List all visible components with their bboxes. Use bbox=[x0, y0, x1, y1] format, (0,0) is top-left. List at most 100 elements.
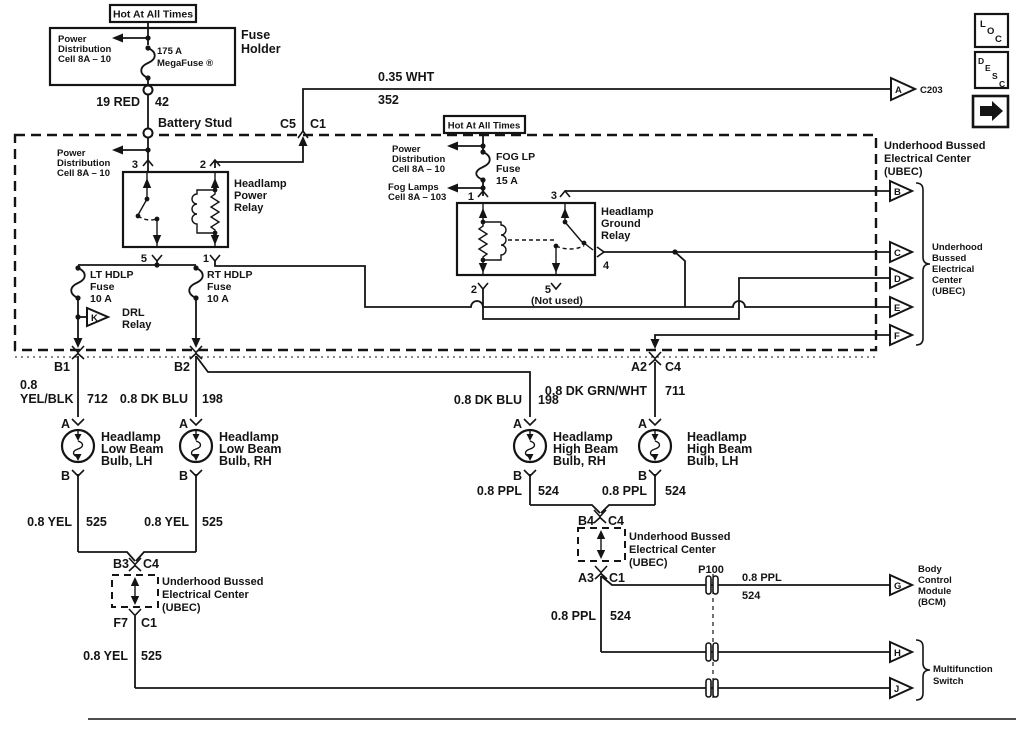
pin-b-label: B bbox=[894, 187, 901, 198]
loc-letter-l: L bbox=[980, 19, 986, 30]
ubec-small1-3: (UBEC) bbox=[162, 602, 201, 614]
rt-fuse-2: Fuse bbox=[207, 281, 232, 293]
w198low-ckt: 198 bbox=[202, 392, 223, 406]
power-dist-arrow-2 bbox=[112, 145, 123, 155]
ubec-small-box-2 bbox=[577, 527, 626, 562]
high-rh-name-3: Bulb, RH bbox=[553, 454, 606, 468]
foglamps-ref-1: Fog Lamps bbox=[388, 182, 439, 193]
gr-pin2: 2 bbox=[471, 284, 477, 296]
pr-pin5: 5 bbox=[141, 253, 147, 265]
bcm-connector-g[interactable]: G bbox=[889, 573, 915, 597]
pr-name-1: Headlamp bbox=[234, 178, 287, 190]
b2-highbeam-branch-wire bbox=[195, 355, 531, 417]
inline-connector-j-line bbox=[705, 678, 719, 698]
w525rh-ckt: 525 bbox=[202, 515, 223, 529]
ubec-ref-line2: Distribution bbox=[57, 158, 110, 169]
low-rh-pin-a: A bbox=[179, 417, 188, 431]
ubec-small-box-1 bbox=[111, 574, 159, 608]
w711-label: 0.8 DK GRN/WHT bbox=[545, 384, 647, 398]
high-lh-pin-a: A bbox=[638, 417, 647, 431]
ring-terminal-top bbox=[142, 84, 154, 96]
desc-icon[interactable]: D E S C bbox=[973, 50, 1010, 90]
fog-fuse-3: 15 A bbox=[496, 175, 518, 187]
w524bcm-ckt: 524 bbox=[742, 590, 761, 602]
ubec-small2-2: Electrical Center bbox=[629, 544, 717, 556]
mfs-connector-j[interactable]: J bbox=[889, 676, 915, 700]
ubec-ref-line1: Power bbox=[57, 148, 86, 159]
w524bcm-label: 0.8 PPL bbox=[742, 572, 782, 584]
lt-fuse-2: Fuse bbox=[90, 281, 115, 293]
fog-lp-fuse-branch: Power Distribution Cell 8A – 10 FOG LP F… bbox=[388, 133, 535, 203]
desc-letter-e: E bbox=[985, 63, 991, 73]
rt-hdlp-fuse bbox=[188, 265, 204, 301]
loc-letter-o: O bbox=[987, 26, 994, 37]
low-rh-pin-b: B bbox=[179, 469, 188, 483]
ubec-out-pin-f[interactable]: F bbox=[889, 323, 915, 347]
b2-label: B2 bbox=[174, 360, 190, 374]
mfs-connector-h[interactable]: H bbox=[889, 640, 915, 664]
fuse-holder-title-2: Holder bbox=[241, 42, 281, 56]
wire-352-to-c203: C5 C1 0.35 WHT 352 bbox=[214, 70, 891, 168]
low-beam-ground-path: 0.8 YEL 525 0.8 YEL 525 B3 C4 Underhood … bbox=[27, 474, 890, 689]
megafuse-rating: 175 A bbox=[157, 46, 182, 57]
c203-label: C203 bbox=[920, 85, 943, 96]
ubec-out-pin-e[interactable]: E bbox=[889, 295, 915, 319]
ubec-out-pin-d[interactable]: D bbox=[889, 266, 915, 290]
fuse-holder-box: Power Distribution Cell 8A – 10 175 A Me… bbox=[48, 22, 237, 87]
pin-d-label: D bbox=[894, 274, 901, 285]
c203-pin-a: A bbox=[895, 85, 902, 96]
bcm-name-4: (BCM) bbox=[918, 597, 946, 608]
low-lh-name-1: Headlamp bbox=[101, 430, 161, 444]
ubec-out-pin-c[interactable]: C bbox=[889, 240, 915, 264]
w524lh-ckt: 524 bbox=[665, 484, 686, 498]
pin-f-label: F bbox=[894, 331, 900, 342]
a3-c1-label: C1 bbox=[609, 571, 625, 585]
ckt-42: 42 bbox=[155, 95, 169, 109]
b4-label: B4 bbox=[578, 514, 594, 528]
headlamp-high-beam-bulb-lh: A Headlamp High Beam Bulb, LH B bbox=[637, 417, 752, 483]
headlamp-high-beam-bulb-rh: A Headlamp High Beam Bulb, RH B bbox=[512, 417, 618, 483]
loc-icon[interactable]: L O C bbox=[973, 12, 1010, 49]
pin-h-label: H bbox=[894, 648, 901, 659]
ckt-352: 352 bbox=[378, 93, 399, 107]
ubec-out-pin-b[interactable]: B bbox=[889, 179, 915, 203]
ubec-title-2: Electrical Center bbox=[884, 153, 972, 165]
pin-e-label: E bbox=[894, 303, 900, 314]
w712-color: YEL/BLK bbox=[20, 392, 73, 406]
gr-pin4: 4 bbox=[603, 260, 610, 272]
low-rh-name-2: Low Beam bbox=[219, 442, 282, 456]
fh-ref-line3: Cell 8A – 10 bbox=[58, 54, 111, 65]
hot-tag-1-label: Hot At All Times bbox=[113, 9, 193, 21]
connector-c203[interactable]: A C203 bbox=[890, 76, 943, 102]
ubec-small1-1: Underhood Bussed bbox=[162, 576, 263, 588]
drl-name-2: Relay bbox=[122, 319, 152, 331]
pin-c-label: C bbox=[894, 248, 901, 259]
fh-ref-line2: Distribution bbox=[58, 44, 111, 55]
fog-ref-1: Power bbox=[392, 144, 421, 155]
lt-fuse-3: 10 A bbox=[90, 293, 112, 305]
next-page-arrow-icon[interactable] bbox=[971, 94, 1010, 129]
fog-ref-3: Cell 8A – 10 bbox=[392, 164, 445, 175]
high-lh-pin-b: B bbox=[638, 469, 647, 483]
low-lh-name-3: Bulb, LH bbox=[101, 454, 152, 468]
lt-fuse-1: LT HDLP bbox=[90, 269, 134, 281]
high-rh-pin-b: B bbox=[513, 469, 522, 483]
ubec-brace-1: Underhood bbox=[932, 242, 983, 253]
b2-branch: B2 0.8 DK BLU 198 bbox=[120, 345, 531, 417]
wire-524-to-bcm bbox=[600, 575, 890, 586]
gr-name-2: Ground bbox=[601, 218, 641, 230]
hdlp-fuse-feed: LT HDLP Fuse 10 A RT HDLP Fuse 10 A bbox=[70, 261, 253, 348]
drl-relay-ref[interactable]: K DRL Relay bbox=[75, 306, 152, 331]
battery-stud-feed: 19 RED 42 Battery Stud Power Distributio… bbox=[57, 84, 232, 179]
gr-pin1: 1 bbox=[468, 191, 474, 203]
bcm-name-2: Control bbox=[918, 575, 952, 586]
low-lh-pin-a: A bbox=[61, 417, 70, 431]
megafuse-name: MegaFuse ® bbox=[157, 58, 213, 69]
pr-pin1: 1 bbox=[203, 253, 209, 265]
rt-fuse-3: 10 A bbox=[207, 293, 229, 305]
fog-fuse-1: FOG LP bbox=[496, 151, 535, 163]
c5-label: C5 bbox=[280, 117, 296, 131]
gr-pin5: 5 bbox=[545, 284, 551, 296]
headlamp-power-relay: 3 2 Headlamp Power Relay 5 1 bbox=[121, 158, 287, 265]
